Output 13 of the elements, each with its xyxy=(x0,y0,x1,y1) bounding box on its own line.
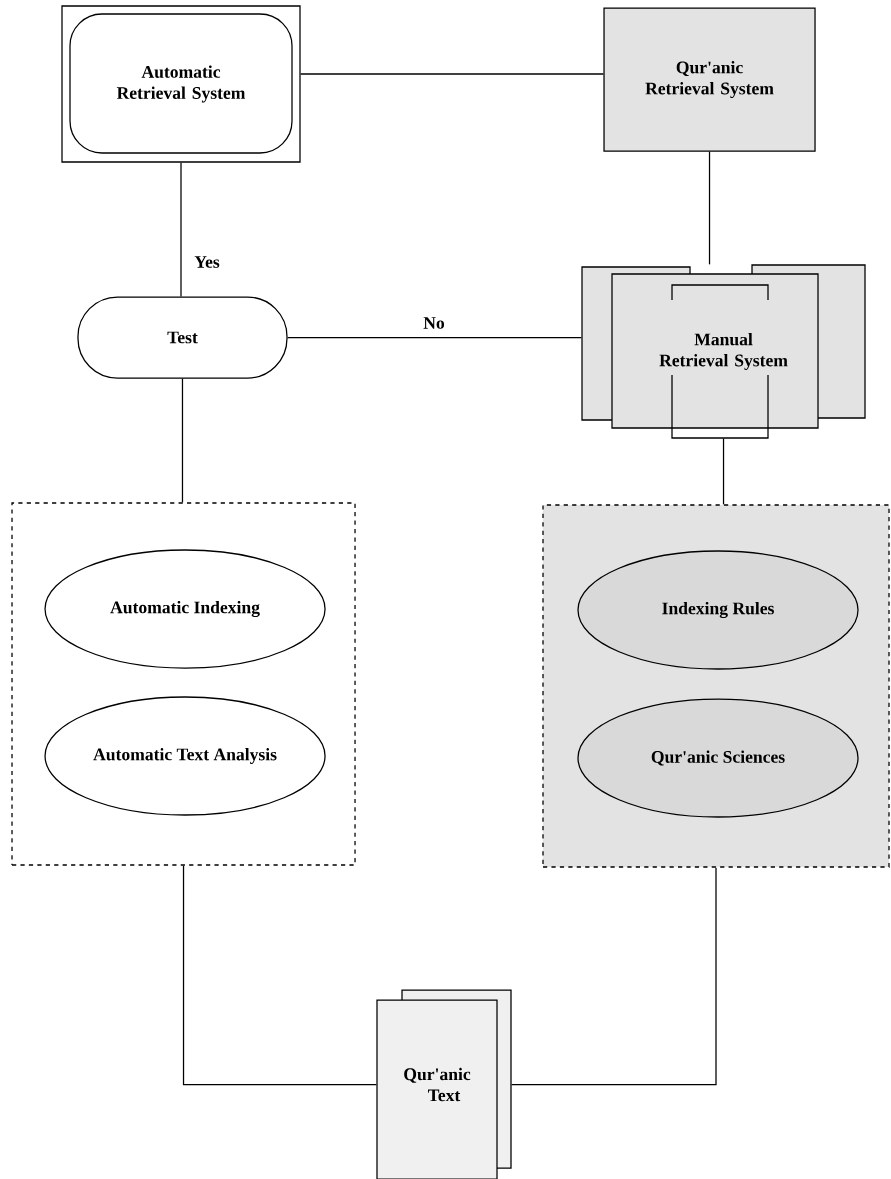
connector-line xyxy=(722,437,725,505)
connector-line xyxy=(511,867,717,1086)
process-box: Automatic Retrieval System xyxy=(61,5,301,163)
connector-line xyxy=(182,865,377,1086)
group-box xyxy=(11,502,356,866)
connector-line xyxy=(300,73,605,75)
edge-label: Yes xyxy=(192,254,222,270)
connector-line xyxy=(181,378,184,503)
connector-line xyxy=(180,162,182,298)
connector-line xyxy=(287,336,583,339)
connector-line xyxy=(708,151,711,265)
process-box: Qur'anic Retrieval System xyxy=(603,7,816,152)
edge-label: No xyxy=(421,315,447,331)
